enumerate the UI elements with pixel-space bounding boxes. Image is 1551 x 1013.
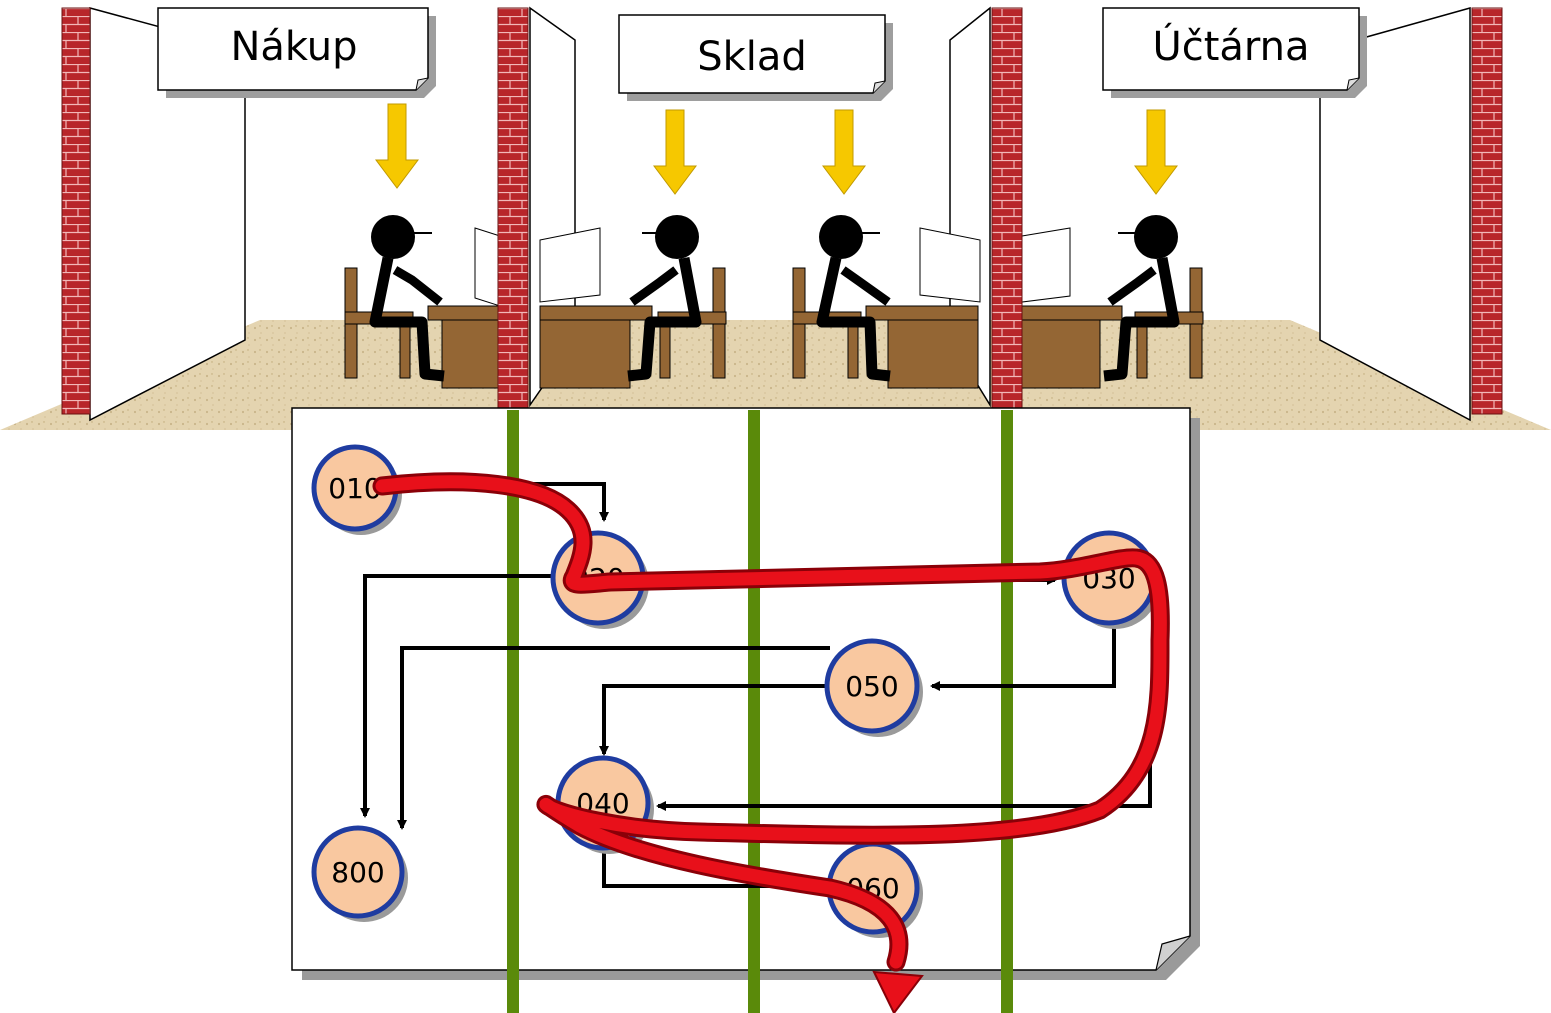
arrow-down-icon (653, 109, 697, 195)
brick-wall (497, 7, 529, 411)
dept-label-uctarna: Účtárna (1152, 22, 1309, 70)
node-label-050: 050 (845, 670, 898, 703)
dept-label-sklad: Sklad (697, 34, 807, 80)
connector-030-050 (930, 620, 1116, 691)
node-label-010: 010 (328, 472, 381, 505)
process-node-800: 800 (311, 825, 408, 922)
worker-nakup (344, 215, 501, 389)
brick-wall (61, 7, 91, 415)
process-flow-path (372, 472, 1170, 1013)
arrow-down-icon (375, 103, 419, 189)
brick-wall (991, 7, 1023, 411)
sign-nakup: Nákup (157, 7, 436, 98)
worker-uctarna (1021, 215, 1204, 389)
process-sheet (291, 407, 1200, 980)
swimlanes (507, 410, 1013, 1013)
worker-sklad-1 (539, 215, 727, 389)
flow-arrowhead-icon (872, 970, 924, 1013)
door-right (1319, 7, 1471, 422)
arrow-down-icon (822, 109, 866, 195)
process-node-050: 050 (824, 638, 923, 737)
dept-label-nakup: Nákup (230, 24, 357, 70)
connector-050-800 (397, 646, 830, 830)
arrow-down-icon (1134, 109, 1178, 195)
floor (0, 320, 1551, 430)
sign-sklad: Sklad (618, 14, 893, 101)
process-nodes: 010 020 030 050 040 800 (311, 444, 1160, 938)
process-node-010: 010 (311, 444, 402, 535)
node-label-800: 800 (331, 856, 384, 889)
connector-040-060 (602, 848, 828, 891)
yellow-arrows (375, 103, 1178, 195)
sign-uctarna: Účtárna (1102, 7, 1367, 98)
connector-020-800 (360, 574, 556, 818)
connector-050-040 (599, 684, 826, 756)
brick-wall (1471, 7, 1503, 415)
worker-sklad-2 (792, 215, 981, 389)
